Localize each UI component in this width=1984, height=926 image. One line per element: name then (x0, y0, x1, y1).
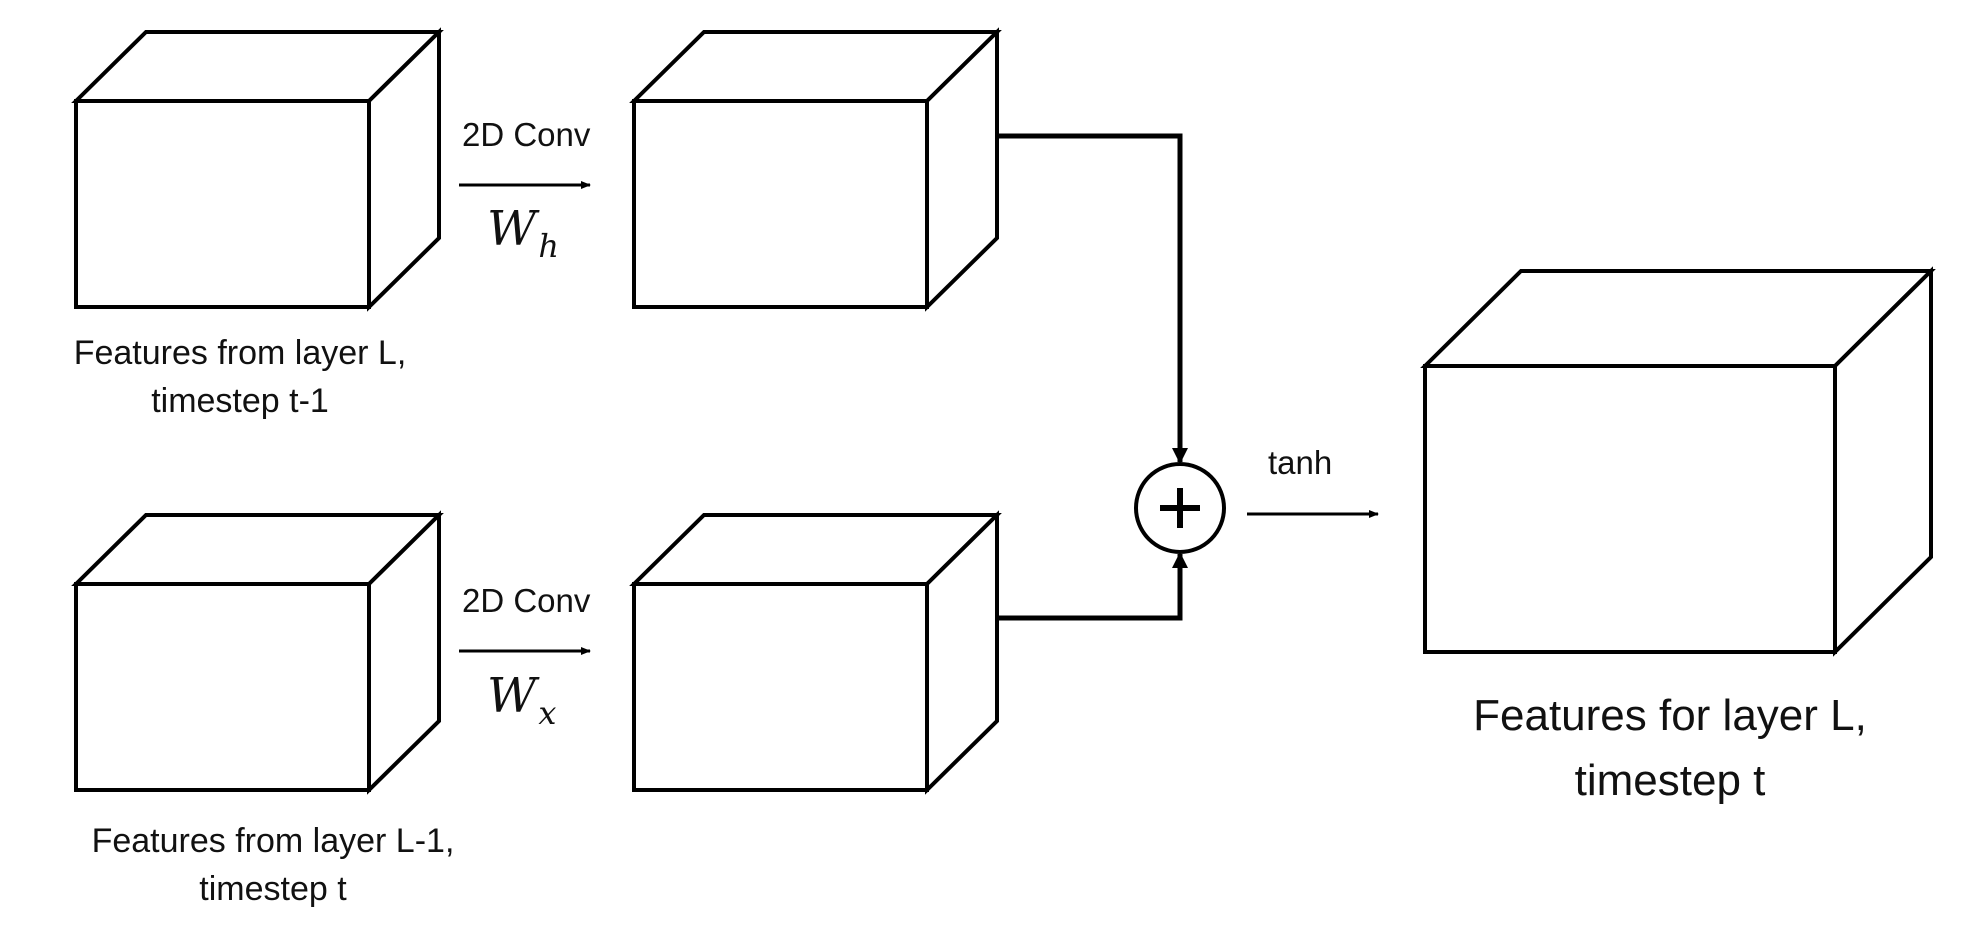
output-caption-line1: Features for layer L, (1473, 691, 1867, 740)
cube-front-face (74, 582, 371, 792)
input-conv-label: 2D Conv (462, 582, 591, 619)
cube-front-face (632, 582, 929, 792)
input-weight-label: Wx (487, 668, 556, 732)
hidden-input-caption-line1: Features from layer L, (74, 334, 407, 372)
hidden-conv-label: 2D Conv (462, 116, 591, 153)
layer-input-caption-line2: timestep t (199, 870, 347, 908)
hidden-conv-output-cube (629, 27, 1002, 312)
hidden-input-caption-line2: timestep t-1 (151, 382, 329, 420)
cube-front-face (632, 99, 929, 309)
weight-subscript: x (538, 694, 556, 732)
top-to-sum-connector (997, 133, 1188, 464)
input-conv-output-cube (629, 510, 1002, 795)
layer-input-caption-line1: Features from layer L-1, (92, 822, 455, 860)
sum-node (1134, 462, 1226, 554)
output-caption-line2: timestep t (1575, 756, 1766, 805)
layer-input-cube (71, 510, 444, 795)
hidden-input-cube (71, 27, 444, 312)
bottom-to-sum-connector (997, 552, 1188, 621)
weight-base: W (487, 201, 540, 257)
weight-subscript: h (538, 227, 559, 265)
activation-label: tanh (1268, 444, 1332, 481)
cube-front-face (74, 99, 371, 309)
output-cube (1420, 266, 1936, 657)
weight-base: W (487, 668, 540, 724)
cube-front-face (1423, 364, 1837, 654)
hidden-weight-label: Wh (487, 201, 559, 265)
